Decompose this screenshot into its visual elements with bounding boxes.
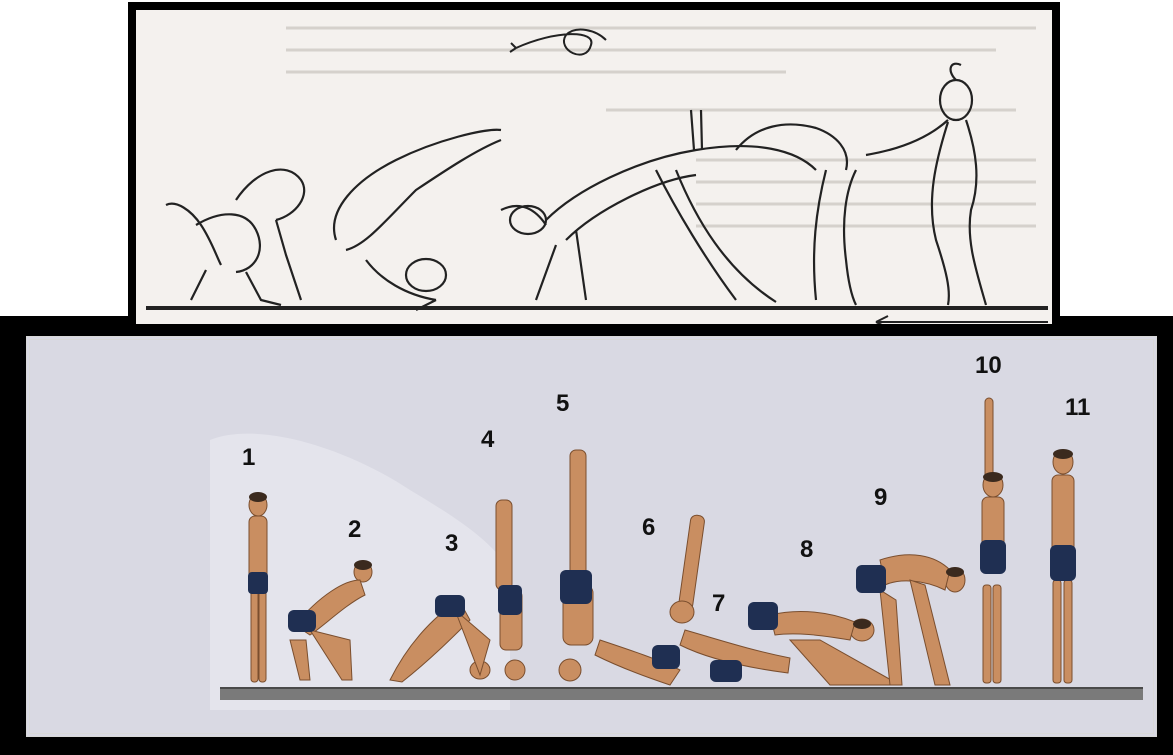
top-sketch-panel — [128, 2, 1060, 332]
step-label-5: 5 — [556, 390, 569, 418]
rendered-sequence-frame: 1 2 3 4 5 6 7 8 9 10 11 — [26, 336, 1157, 737]
step-label-4: 4 — [481, 426, 494, 454]
step-label-8: 8 — [800, 536, 813, 564]
sketch-figures — [136, 10, 1052, 324]
step-label-6: 6 — [642, 514, 655, 542]
step-label-1: 1 — [242, 444, 255, 472]
step-label-3: 3 — [445, 530, 458, 558]
step-label-7: 7 — [712, 590, 725, 618]
step-label-10: 10 — [975, 352, 1002, 380]
step-label-11: 11 — [1065, 394, 1090, 422]
rendered-sequence-panel: 1 2 3 4 5 6 7 8 9 10 11 — [0, 316, 1173, 755]
step-label-2: 2 — [348, 516, 361, 544]
line-drawing-area — [136, 10, 1052, 324]
step-label-9: 9 — [874, 484, 887, 512]
gymnast-sequence-figures — [30, 340, 1153, 733]
